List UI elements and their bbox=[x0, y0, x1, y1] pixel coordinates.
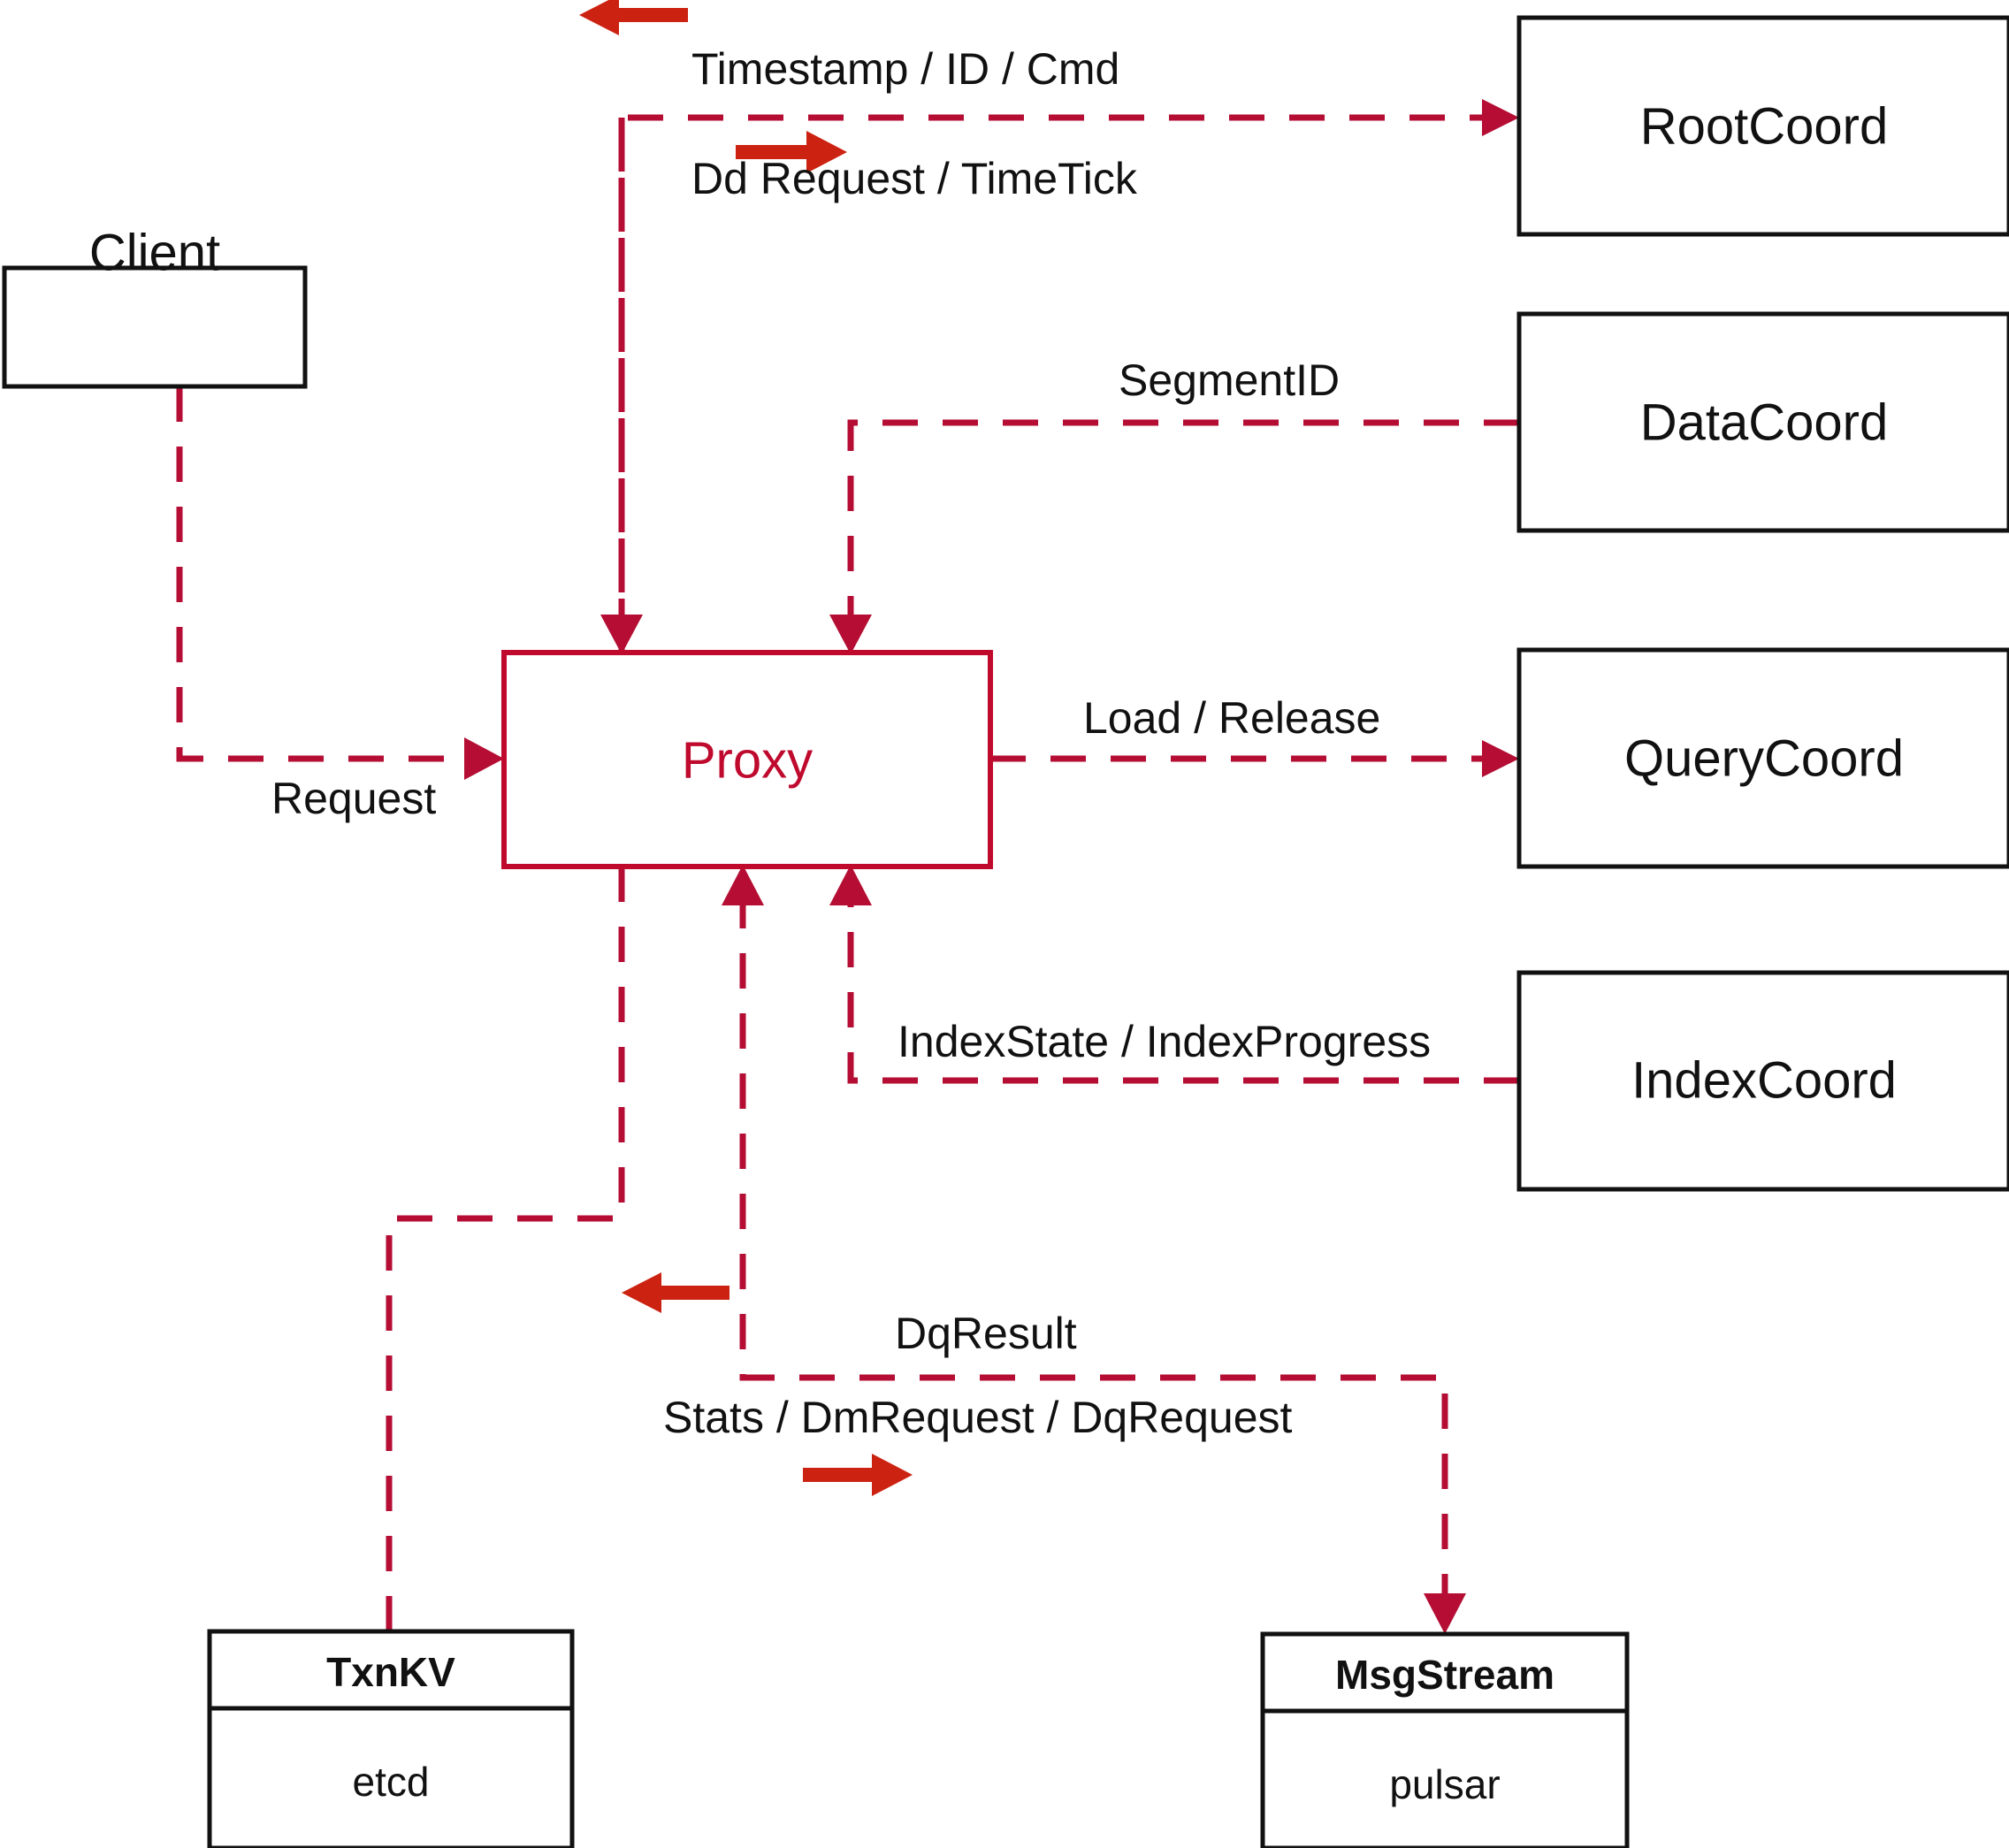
edge-proxy-msgstream bbox=[722, 865, 1466, 1634]
node-querycoord-label: QueryCoord bbox=[1624, 730, 1904, 788]
edge-proxy-rootcoord bbox=[618, 99, 1519, 653]
node-txnkv-sublabel: etcd bbox=[353, 1759, 430, 1805]
node-msgstream-sublabel: pulsar bbox=[1389, 1761, 1500, 1807]
marker-timestamp-id-cmd bbox=[579, 0, 688, 35]
marker-stats-dm-dq-request bbox=[803, 1454, 913, 1496]
marker-dd-request-timetick bbox=[736, 131, 847, 173]
edge-label-segment-id: SegmentID bbox=[1119, 355, 1340, 405]
edge-label-request: Request bbox=[271, 774, 436, 823]
edge-datacoord-proxy bbox=[829, 419, 1519, 654]
node-txnkv[interactable]: TxnKV etcd bbox=[207, 1629, 575, 1848]
edge-label-dd-request-timetick: Dd Request / TimeTick bbox=[691, 154, 1138, 203]
node-txnkv-label: TxnKV bbox=[326, 1649, 455, 1695]
node-proxy-label: Proxy bbox=[682, 732, 813, 790]
node-client-label: Client bbox=[89, 224, 220, 281]
edge-indexcoord-proxy bbox=[829, 865, 1519, 1084]
marker-dq-result bbox=[622, 1272, 730, 1313]
node-indexcoord-label: IndexCoord bbox=[1631, 1052, 1897, 1110]
edge-rootcoord-proxy bbox=[600, 118, 643, 654]
node-querycoord[interactable]: QueryCoord bbox=[1516, 647, 2009, 869]
edge-label-stats-dm-dq-request: Stats / DmRequest / DqRequest bbox=[663, 1393, 1293, 1442]
node-rootcoord-label: RootCoord bbox=[1640, 98, 1888, 156]
node-indexcoord[interactable]: IndexCoord bbox=[1516, 970, 2009, 1192]
node-rootcoord[interactable]: RootCoord bbox=[1516, 15, 2009, 237]
node-proxy[interactable]: Proxy bbox=[501, 650, 993, 869]
node-client[interactable]: Client bbox=[2, 224, 308, 389]
edge-label-dq-result: DqResult bbox=[895, 1309, 1077, 1358]
edge-label-load-release: Load / Release bbox=[1083, 693, 1380, 743]
edge-label-timestamp-id-cmd: Timestamp / ID / Cmd bbox=[691, 44, 1119, 94]
edge-proxy-querycoord bbox=[990, 740, 1519, 777]
edge-proxy-txnkv bbox=[386, 867, 625, 1631]
edge-client-proxy bbox=[176, 386, 504, 780]
node-msgstream[interactable]: MsgStream pulsar bbox=[1260, 1631, 1630, 1848]
node-datacoord-label: DataCoord bbox=[1640, 394, 1888, 452]
edge-label-index-state-progress: IndexState / IndexProgress bbox=[898, 1017, 1431, 1066]
node-msgstream-label: MsgStream bbox=[1335, 1652, 1554, 1698]
node-datacoord[interactable]: DataCoord bbox=[1516, 311, 2009, 533]
